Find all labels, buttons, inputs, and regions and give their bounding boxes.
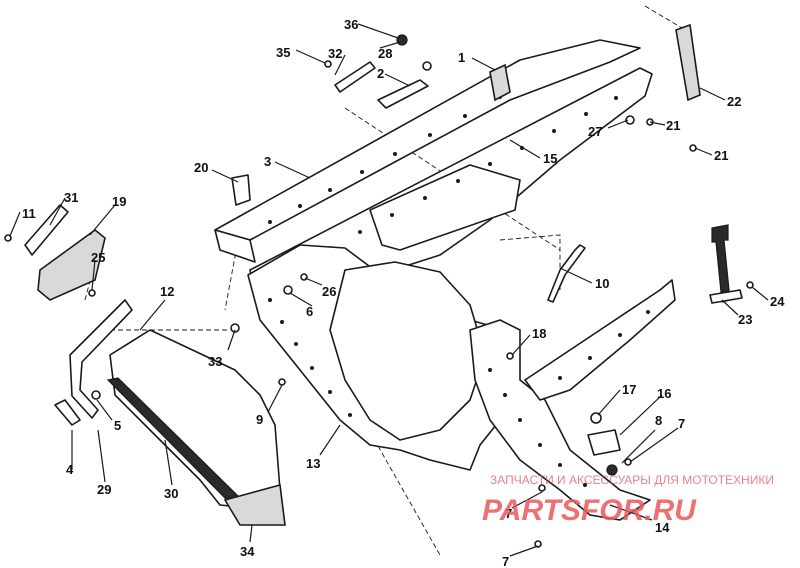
callout-8: 8: [655, 413, 662, 428]
callout-20: 20: [194, 160, 208, 175]
callout-17: 17: [622, 382, 636, 397]
bracket-19: [37, 228, 106, 301]
watermark: ЗАПЧАСТИ И АКСЕССУАРЫ ДЛЯ МОТОТЕХНИКИ PA…: [482, 473, 774, 527]
callout-7c: 7: [502, 554, 509, 568]
callout-3: 3: [264, 154, 271, 169]
callout-36: 36: [344, 17, 358, 32]
callout-33: 33: [208, 354, 222, 369]
callout-23: 23: [738, 312, 752, 327]
callout-9: 9: [256, 412, 263, 427]
callout-7a: 7: [505, 506, 512, 521]
bracket-16: [587, 429, 621, 456]
callout-5: 5: [114, 418, 121, 433]
right-fender: [524, 279, 676, 401]
fasteners: [4, 34, 754, 548]
callout-31: 31: [64, 190, 78, 205]
callout-4: 4: [66, 462, 74, 477]
bumper-12: [69, 299, 133, 419]
callout-19: 19: [112, 194, 126, 209]
callout-13: 13: [306, 456, 320, 471]
hook-4: [54, 399, 81, 426]
callout-25: 25: [91, 250, 105, 265]
callout-11: 11: [22, 206, 36, 221]
callout-12: 12: [160, 284, 174, 299]
bracket-20: [231, 174, 251, 206]
leader-lines: [9, 23, 769, 557]
callout-21b: 21: [714, 148, 728, 163]
callout-32: 32: [328, 46, 342, 61]
callout-27: 27: [588, 124, 602, 139]
callout-18: 18: [532, 326, 546, 341]
callout-24: 24: [770, 294, 785, 309]
hinge-22: [675, 23, 701, 102]
latch-1: [489, 63, 511, 102]
callout-28: 28: [378, 46, 392, 61]
watermark-logo: PARTSFOR.RU: [482, 494, 697, 527]
rod-10: [547, 244, 586, 303]
side-rail-3: [214, 39, 641, 263]
callout-29: 29: [97, 482, 111, 497]
nose-tip-34: [223, 483, 286, 526]
callout-1: 1: [458, 50, 465, 65]
callout-30: 30: [164, 486, 178, 501]
side-panel-14: [469, 319, 651, 521]
callout-16: 16: [657, 386, 671, 401]
strap-23: [709, 224, 743, 304]
callout-22: 22: [727, 94, 741, 109]
callout-2: 2: [377, 66, 384, 81]
plate-32: [334, 61, 376, 93]
callout-6: 6: [306, 304, 313, 319]
callout-15: 15: [543, 151, 557, 166]
callout-21a: 21: [666, 118, 680, 133]
callout-35: 35: [276, 45, 290, 60]
callout-14: 14: [655, 520, 670, 535]
plate-2: [377, 79, 429, 109]
watermark-tagline: ЗАПЧАСТИ И АКСЕССУАРЫ ДЛЯ МОТОТЕХНИКИ: [490, 473, 774, 487]
callout-labels: 1 2 3 4 5 6 7 7 7 8 9 10 11 12 13 14 15 …: [22, 17, 785, 568]
bracket-31: [24, 204, 69, 256]
callout-7b: 7: [678, 416, 685, 431]
callout-34: 34: [240, 544, 255, 559]
callout-10: 10: [595, 276, 609, 291]
nose-shroud-30: [106, 329, 281, 511]
callout-26: 26: [322, 284, 336, 299]
